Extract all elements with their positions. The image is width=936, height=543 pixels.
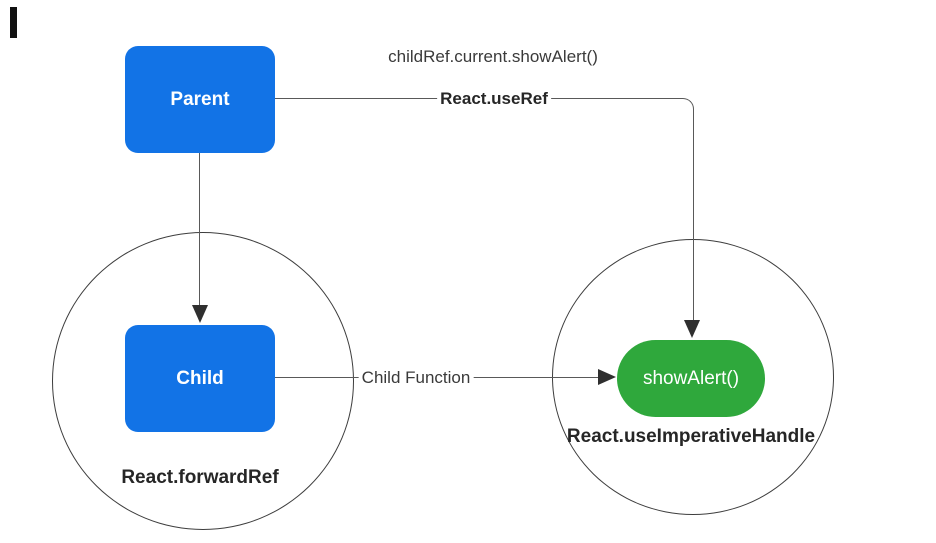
edge-parent-to-showalert: [275, 98, 694, 321]
edge-label-react-useref: React.useRef: [437, 89, 551, 109]
edge-label-child-function: Child Function: [358, 368, 474, 388]
arrowhead-child-function-icon: [598, 369, 616, 385]
child-node: Child: [125, 325, 275, 432]
parent-node-label: Parent: [170, 88, 230, 110]
group-label-react-forwardref: React.forwardRef: [121, 467, 279, 488]
show-alert-node-label: showAlert(): [642, 367, 740, 389]
edge-parent-to-child: [199, 153, 200, 306]
edge-caption-childref-current-showalert: childRef.current.showAlert(): [388, 47, 598, 66]
child-node-label: Child: [176, 367, 224, 389]
forward-ref-group-circle: [52, 232, 354, 530]
show-alert-node: showAlert(): [617, 340, 765, 417]
text-caret-artifact: [10, 7, 17, 38]
arrowhead-into-showalert-icon: [684, 320, 700, 338]
group-label-react-useimperativehandle: React.useImperativeHandle: [566, 426, 816, 447]
arrowhead-into-child-icon: [192, 305, 208, 323]
parent-node: Parent: [125, 46, 275, 153]
